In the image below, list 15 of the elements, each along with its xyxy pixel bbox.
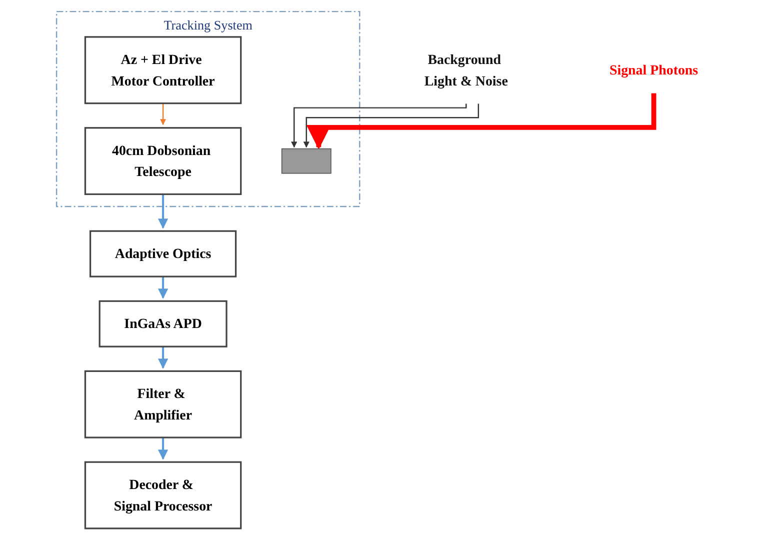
node-box: InGaAs APD	[99, 300, 228, 348]
node-box: 40cm Dobsonian Telescope	[84, 127, 242, 196]
node-text: Signal Photons	[610, 62, 698, 78]
node-box: Decoder & Signal Processor	[84, 461, 242, 530]
node-box: Filter & Amplifier	[84, 370, 242, 438]
arrow	[306, 92, 657, 150]
arrow	[158, 346, 169, 369]
node-box: Adaptive Optics	[90, 230, 237, 278]
arrow	[158, 438, 169, 460]
node-bar	[282, 148, 332, 174]
arrow	[158, 194, 169, 229]
arrow	[160, 103, 166, 126]
node-box: Az + El Drive Motor Controller	[84, 36, 242, 104]
arrow	[158, 276, 169, 299]
node-text: Background Light & Noise	[424, 52, 508, 88]
